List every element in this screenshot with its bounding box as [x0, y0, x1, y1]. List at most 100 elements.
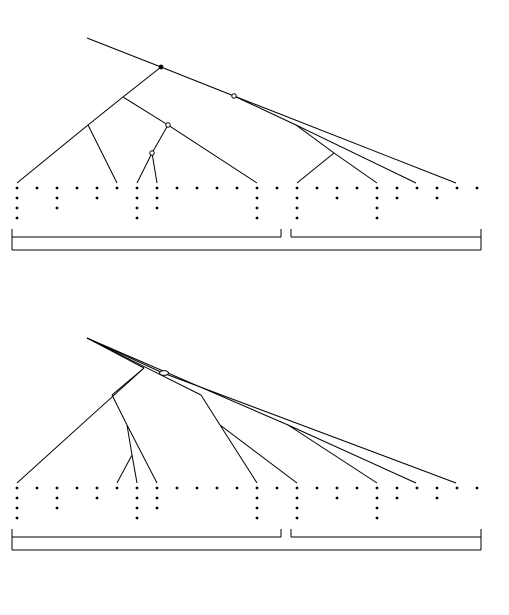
leaf-dot	[335, 186, 339, 190]
branch-line	[333, 152, 378, 184]
leaf-dot	[15, 506, 19, 510]
leaf-dot	[115, 186, 119, 190]
branch-line	[86, 337, 202, 396]
leaf-dot	[115, 486, 119, 490]
leaf-dot	[135, 216, 139, 220]
branch-line	[151, 124, 169, 154]
leaf-dot	[55, 196, 59, 200]
leaf-dot	[395, 486, 399, 490]
leaf-dot	[35, 186, 39, 190]
branch-line	[131, 454, 138, 484]
leaf-dot	[135, 516, 139, 520]
leaf-dot	[295, 516, 299, 520]
leaf-dot	[135, 486, 139, 490]
leaf-dot	[175, 186, 179, 190]
leaf-dot	[435, 496, 439, 500]
branch-line	[86, 37, 162, 68]
leaf-dot	[275, 486, 279, 490]
leaf-dot	[135, 196, 139, 200]
leaf-dot	[135, 496, 139, 500]
leaf-dot	[375, 516, 379, 520]
leaf-dot	[375, 486, 379, 490]
leaf-dot	[395, 496, 399, 500]
leaf-dot	[335, 496, 339, 500]
leaf-dot	[435, 186, 439, 190]
branch-line	[233, 95, 457, 184]
leaf-dot	[395, 196, 399, 200]
node-marker-open	[165, 122, 171, 128]
leaf-dot	[455, 186, 459, 190]
leaf-dot	[15, 186, 19, 190]
leaf-dot	[95, 496, 99, 500]
leaf-dot	[375, 186, 379, 190]
leaf-dot	[15, 486, 19, 490]
branch-line	[167, 124, 258, 184]
leaf-dot	[315, 486, 319, 490]
leaf-dot	[375, 196, 379, 200]
leaf-dot	[295, 206, 299, 210]
leaf-dot	[255, 186, 259, 190]
leaf-dot	[255, 216, 259, 220]
branch-line	[296, 152, 335, 184]
leaf-dot	[295, 496, 299, 500]
branch-line	[295, 124, 417, 184]
leaf-dot	[55, 486, 59, 490]
branch-line	[233, 95, 297, 126]
leaf-dot	[255, 506, 259, 510]
leaf-dot	[155, 186, 159, 190]
leaf-dot	[435, 196, 439, 200]
leaf-dot	[95, 196, 99, 200]
branch-line	[126, 424, 158, 484]
leaf-dot	[95, 486, 99, 490]
leaf-dot	[455, 486, 459, 490]
branch-line	[86, 337, 289, 426]
leaf-dot	[295, 216, 299, 220]
branch-line	[111, 394, 128, 426]
leaf-dot	[195, 186, 199, 190]
node-marker-open	[149, 150, 155, 156]
branch-line	[136, 152, 153, 184]
leaf-dot	[155, 506, 159, 510]
leaf-dot	[375, 506, 379, 510]
branch-line	[122, 96, 169, 126]
branch-line	[87, 96, 124, 126]
branch-line	[200, 394, 221, 426]
branch-line	[16, 124, 89, 184]
branch-line	[162, 372, 457, 484]
leaf-dot	[15, 516, 19, 520]
leaf-dot	[215, 486, 219, 490]
leaf-dot	[255, 196, 259, 200]
leaf-dot	[195, 486, 199, 490]
branch-line	[287, 424, 378, 484]
leaf-dot	[255, 206, 259, 210]
branch-line	[160, 66, 235, 97]
branch-line	[219, 424, 258, 484]
leaf-dot	[215, 186, 219, 190]
leaf-dot	[235, 486, 239, 490]
branch-line	[116, 454, 133, 484]
leaf-dot	[355, 486, 359, 490]
leaf-dot	[75, 186, 79, 190]
leaf-dot	[255, 496, 259, 500]
leaf-dot	[335, 486, 339, 490]
leaf-dot	[155, 206, 159, 210]
leaf-dot	[15, 496, 19, 500]
branch-line	[111, 367, 145, 396]
branch-line	[16, 367, 145, 484]
leaf-dot	[295, 486, 299, 490]
leaf-dot	[95, 186, 99, 190]
leaf-dot	[15, 196, 19, 200]
leaf-dot	[375, 206, 379, 210]
leaf-dot	[375, 216, 379, 220]
leaf-dot	[275, 186, 279, 190]
leaf-dot	[55, 496, 59, 500]
leaf-dot	[155, 496, 159, 500]
leaf-dot	[295, 506, 299, 510]
leaf-dot	[475, 186, 479, 190]
leaf-dot	[315, 186, 319, 190]
leaf-dot	[375, 496, 379, 500]
leaf-dot	[55, 186, 59, 190]
leaf-dot	[235, 186, 239, 190]
leaf-dot	[75, 486, 79, 490]
